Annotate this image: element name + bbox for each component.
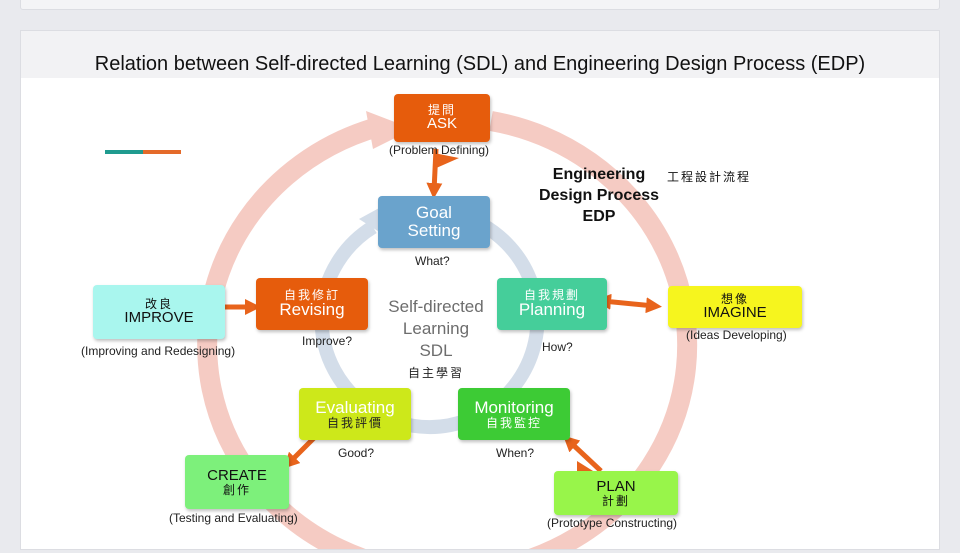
ask-caption: (Problem Defining) — [389, 143, 490, 157]
edp-improve-box: 改良 IMPROVE — [93, 285, 225, 339]
sdl-center-label: Self-directed Learning SDL — [381, 296, 491, 362]
edp-line-2: Design Process — [538, 187, 660, 204]
arrow-plan-monitoring — [563, 435, 603, 473]
imagine-caption: (Ideas Developing) — [686, 328, 787, 342]
plan-label: PLAN — [596, 477, 636, 495]
improve-label: IMPROVE — [124, 309, 194, 327]
create-label: CREATE — [207, 466, 267, 484]
monitoring-label: Monitoring — [474, 397, 554, 417]
planning-question: How? — [542, 340, 573, 354]
sdl-goal-box: Goal Setting — [378, 196, 490, 248]
goal-question: What? — [415, 254, 450, 268]
imagine-label: IMAGINE — [703, 304, 767, 322]
create-caption: (Testing and Evaluating) — [169, 511, 298, 525]
edp-ring-arrowhead — [366, 111, 413, 149]
edp-imagine-box: 想像 IMAGINE — [668, 286, 802, 328]
sdl-evaluating-box: Evaluating 自我評價 — [299, 388, 411, 440]
sdl-line-2: Learning — [402, 319, 470, 338]
goal-label-2: Setting — [407, 221, 461, 240]
revising-label: Revising — [279, 300, 345, 320]
legend-segment-teal — [105, 150, 143, 154]
page-title: Relation between Self-directed Learning … — [94, 53, 866, 75]
create-zh: 創作 — [222, 482, 251, 497]
imagine-zh: 想像 — [720, 291, 749, 306]
edp-zh-label: 工程設計流程 — [667, 170, 752, 184]
edp-label: Engineering Design Process EDP — [529, 164, 669, 227]
sdl-planning-box: 自我規劃 Planning — [497, 278, 607, 330]
edp-ask-box: 提問 ASK — [394, 94, 490, 142]
sdl-zh-label: 自主學習 — [407, 366, 464, 380]
evaluating-label: Evaluating — [315, 397, 395, 417]
diagram-slide: Relation between Self-directed Learning … — [20, 30, 940, 550]
edp-outer-ring — [197, 111, 698, 549]
edp-line-1: Engineering — [552, 166, 646, 183]
sdl-ring-arrowhead — [359, 207, 381, 233]
sdl-monitoring-box: Monitoring 自我監控 — [458, 388, 570, 440]
title-bar — [21, 31, 939, 78]
ask-zh: 提問 — [427, 102, 456, 117]
planning-label: Planning — [518, 300, 586, 320]
edp-line-3: EDP — [582, 208, 616, 225]
legend-segment-orange — [143, 150, 181, 154]
planning-zh: 自我規劃 — [523, 287, 580, 302]
plan-zh: 計劃 — [601, 493, 630, 508]
arrow-planning-imagine — [595, 293, 662, 314]
evaluating-question: Good? — [338, 446, 375, 460]
edp-create-box: CREATE 創作 — [185, 455, 289, 509]
previous-card — [20, 0, 940, 10]
sdl-line-1: Self-directed — [388, 297, 484, 316]
monitoring-question: When? — [496, 446, 535, 460]
improve-caption: (Improving and Redesigning) — [81, 344, 236, 358]
sdl-line-3: SDL — [419, 341, 453, 360]
ask-label: ASK — [426, 115, 457, 133]
evaluating-zh: 自我評價 — [326, 415, 383, 430]
improve-zh: 改良 — [144, 296, 173, 311]
plan-caption: (Prototype Constructing) — [547, 516, 678, 530]
revising-question: Improve? — [302, 334, 353, 348]
legend-line — [105, 150, 181, 154]
edp-plan-box: PLAN 計劃 — [554, 471, 678, 515]
flag-ask-goal — [434, 153, 459, 169]
revising-zh: 自我修訂 — [283, 287, 340, 302]
monitoring-zh: 自我監控 — [485, 415, 542, 430]
goal-label-1: Goal — [416, 203, 452, 223]
sdl-revising-box: 自我修訂 Revising — [256, 278, 368, 330]
